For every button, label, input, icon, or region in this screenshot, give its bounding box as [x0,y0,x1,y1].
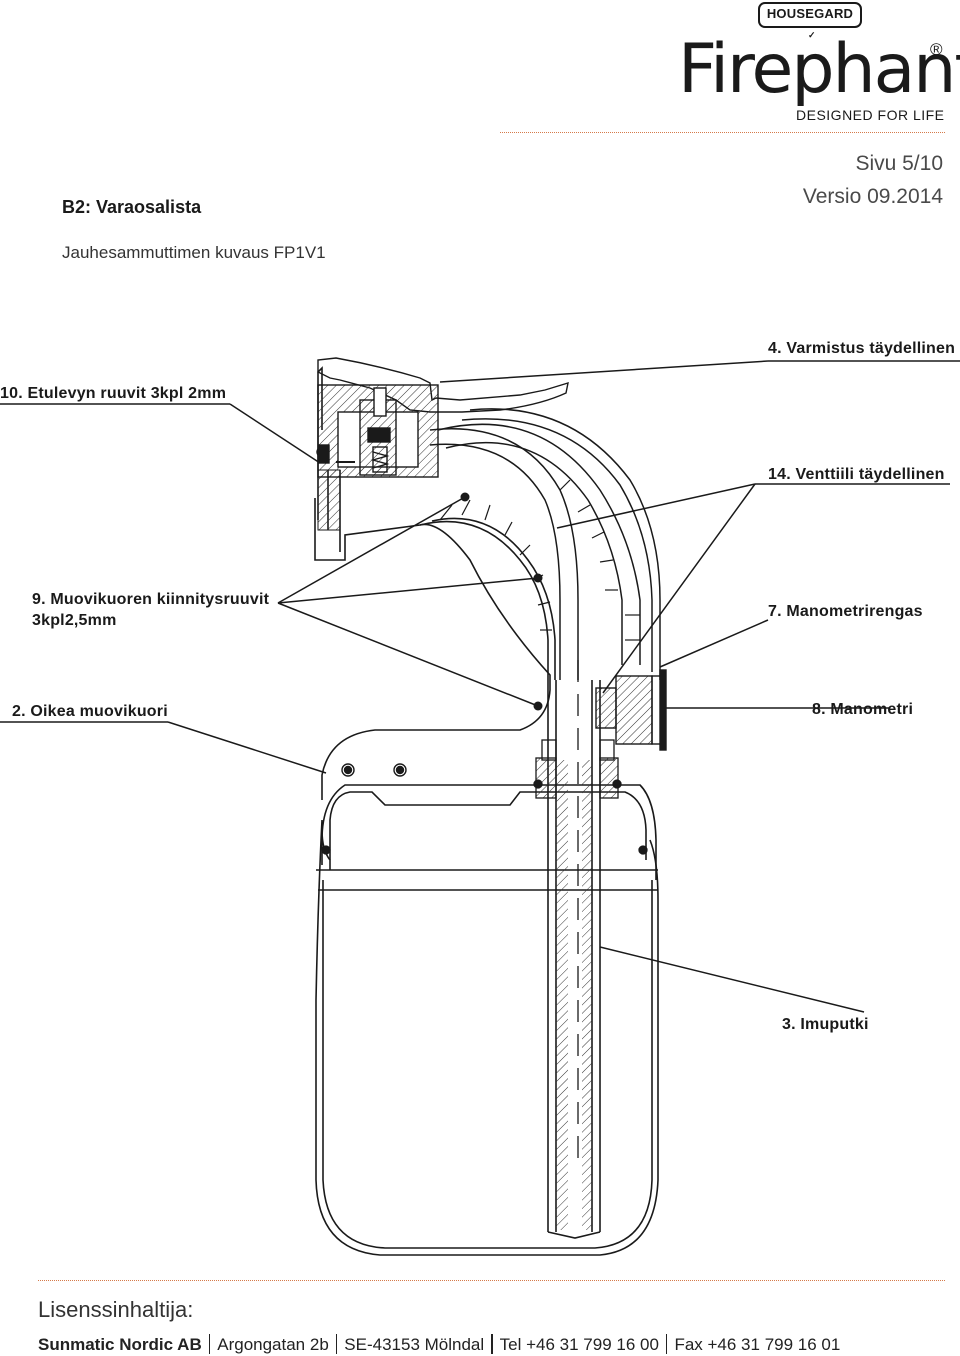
leader-7 [659,619,769,668]
phone-number: Tel +46 31 799 16 00 [499,1335,659,1354]
firephant-logo: Firephant [678,30,960,109]
manometer [595,669,667,751]
footer-divider [38,1280,945,1281]
leader-14a [556,483,756,529]
contact-line: Sunmatic Nordic AB Argongatan 2b SE-43153 … [38,1334,840,1355]
tagline: DESIGNED FOR LIFE [796,107,945,123]
leader-9a [277,496,466,604]
callout-9-line1: 9. Muovikuoren kiinnitysruuvit [32,591,270,608]
leader-3 [599,946,865,1013]
callout-14: 14. Venttiili täydellinen [768,466,945,483]
leader-10 [229,403,321,464]
document-subtitle: Jauhesammuttimen kuvaus FP1V1 [62,243,326,262]
callout-7: 7. Manometrirengas [768,603,923,620]
housegard-logo-mark: ✓ [808,30,816,40]
separator [208,1334,211,1354]
cylinder-body [315,784,659,1256]
leader-9c [277,602,539,707]
handle-screws [341,763,407,777]
separator [335,1334,338,1354]
company-name: Sunmatic Nordic AB [38,1335,202,1354]
neck-fitting [321,739,648,855]
header-divider [500,132,945,133]
separator [491,1334,493,1354]
leader-dots [460,492,543,711]
registered-mark: ® [930,40,943,59]
section-title: B2: Varaosalista [62,197,202,217]
fax-number: Fax +46 31 799 16 01 [674,1335,841,1354]
hose [429,408,661,680]
leader-4 [439,360,769,383]
housegard-logo-text: HOUSEGARD [766,6,854,21]
callout-8: 8. Manometri [812,701,914,718]
street-address: Argongatan 2b [217,1335,329,1354]
leader-9b [277,577,539,604]
leader-lines [0,360,960,1013]
licence-title: Lisenssinhaltija: [38,1297,194,1322]
callout-10: 10. Etulevyn ruuvit 3kpl 2mm [0,385,227,402]
callout-2: 2. Oikea muovikuori [12,703,168,720]
leader-2 [167,721,327,774]
city-address: SE-43153 Mölndal [344,1335,485,1354]
callout-9-line2: 3kpl2,5mm [32,612,117,629]
housegard-logo: HOUSEGARD ✓ [758,2,862,40]
leader-14b [602,483,756,694]
callout-4: 4. Varmistus täydellinen [768,340,956,357]
separator [665,1334,668,1354]
version-label: Versio 09.2014 [802,185,943,208]
page-number: Sivu 5/10 [855,152,943,175]
valve-head [316,357,569,478]
callout-3: 3. Imuputki [782,1016,869,1033]
